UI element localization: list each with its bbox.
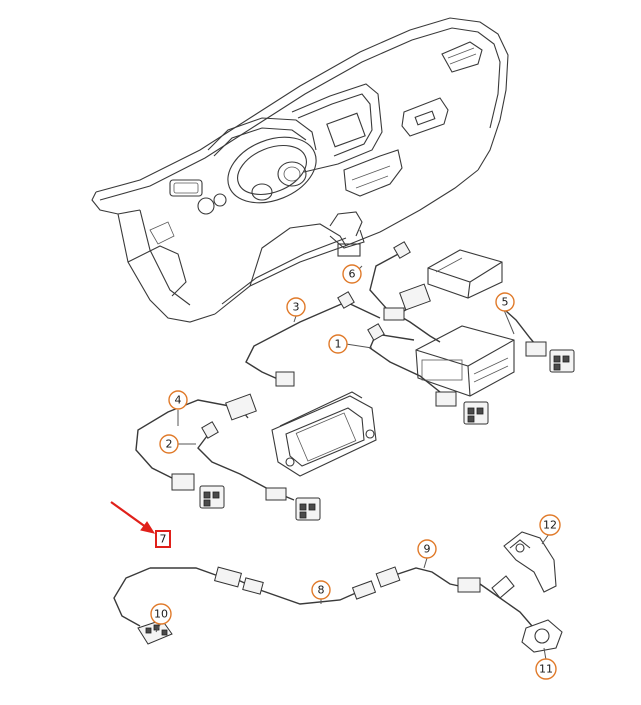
callout-4: 4 [168,390,188,410]
callout-7-label: 7 [160,533,167,546]
callout-12: 12 [539,514,561,536]
callout-5-label: 5 [502,296,509,309]
callout-7-highlighted: 7 [155,530,171,548]
camera-module-11 [491,575,563,653]
callout-2-label: 2 [166,438,173,451]
callout-4-label: 4 [175,394,182,407]
callout-8: 8 [311,580,331,600]
callout-3-label: 3 [293,301,300,314]
callout-6: 6 [342,264,362,284]
callout-3: 3 [286,297,306,317]
callout-9-label: 9 [424,543,431,556]
highlight-arrow [110,501,156,534]
callout-1-label: 1 [335,338,342,351]
bracket-12 [503,531,557,593]
callout-10-label: 10 [154,608,168,621]
terminal-block-1 [463,401,489,425]
terminal-block-2 [295,497,321,521]
infotainment-display-unit [271,391,377,477]
terminal-block-4 [199,485,225,509]
harness-connectors [171,241,575,521]
callout-11: 11 [535,658,557,680]
callout-10: 10 [150,603,172,625]
control-modules [415,249,515,397]
callout-1: 1 [328,334,348,354]
callout-9: 9 [417,539,437,559]
terminal-block-5 [549,349,575,373]
connector-10 [137,619,173,645]
callout-5: 5 [495,292,515,312]
antenna-cable-assembly [113,531,563,653]
callout-12-label: 12 [543,519,557,532]
dashboard-drawing [91,17,509,323]
callout-8-label: 8 [318,584,325,597]
callout-11-label: 11 [539,663,553,676]
callout-2: 2 [159,434,179,454]
callout-6-label: 6 [349,268,356,281]
